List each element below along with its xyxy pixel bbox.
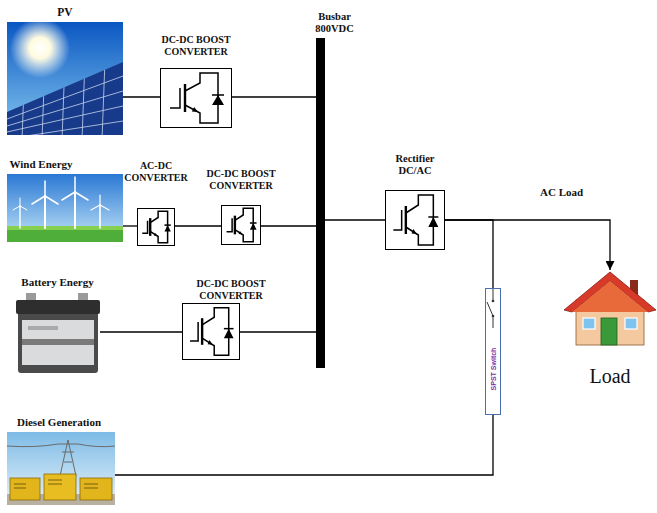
house-picture: [564, 272, 656, 345]
switch-symbol: [485, 288, 501, 415]
boost-converter: DC-DC BOOST CONVERTER: [182, 303, 240, 360]
power-wire: [325, 219, 385, 220]
power-wire: [240, 331, 316, 332]
converter-label: DC-DC BOOST CONVERTER: [181, 278, 281, 301]
diesel-picture: [7, 432, 115, 505]
ac-dc-converter: AC-DC CONVERTER: [137, 208, 175, 246]
diesel-source: Diesel Generation: [7, 432, 115, 505]
inverter-box: Rectifier DC/AC: [385, 190, 445, 250]
battery-picture: [16, 293, 100, 373]
power-wire: [123, 225, 137, 226]
power-wire: [232, 96, 316, 97]
busbar-label: Busbar 800VDC: [303, 11, 367, 35]
load-house: Load: [565, 270, 655, 347]
source-label: Wind Energy: [3, 158, 79, 171]
boost-converter: DC-DC BOOST CONVERTER: [160, 68, 232, 128]
power-wire: [175, 225, 221, 226]
power-wire: [261, 225, 316, 226]
wind-source: Wind Energy: [7, 174, 123, 242]
source-label: Battery Energy: [12, 276, 104, 289]
pv-picture: [7, 22, 123, 135]
power-wire: [445, 220, 493, 288]
converter-symbols: [137, 68, 445, 360]
load-label: Load: [565, 365, 655, 388]
pv-source: PV: [7, 22, 123, 135]
wind-picture: [7, 174, 123, 242]
source-label: PV: [35, 6, 95, 19]
spst-switch: SPST Switch: [485, 288, 501, 415]
boost-converter: DC-DC BOOST CONVERTER: [221, 205, 261, 245]
switch-label: SPST Switch: [490, 348, 497, 391]
power-wire: [123, 96, 160, 97]
dc-busbar: Busbar 800VDC: [316, 38, 325, 368]
converter-label: DC-DC BOOST CONVERTER: [195, 168, 287, 191]
inverter-label: Rectifier DC/AC: [383, 153, 447, 177]
converter-label: AC-DC CONVERTER: [120, 160, 192, 183]
power-wire: [445, 220, 610, 270]
power-wire: [100, 331, 182, 332]
source-label: Diesel Generation: [5, 416, 113, 429]
wire-label: AC Load: [538, 186, 585, 198]
battery-source: Battery Energy: [15, 292, 100, 375]
power-wire: [115, 415, 493, 475]
converter-label: DC-DC BOOST CONVERTER: [146, 34, 246, 57]
